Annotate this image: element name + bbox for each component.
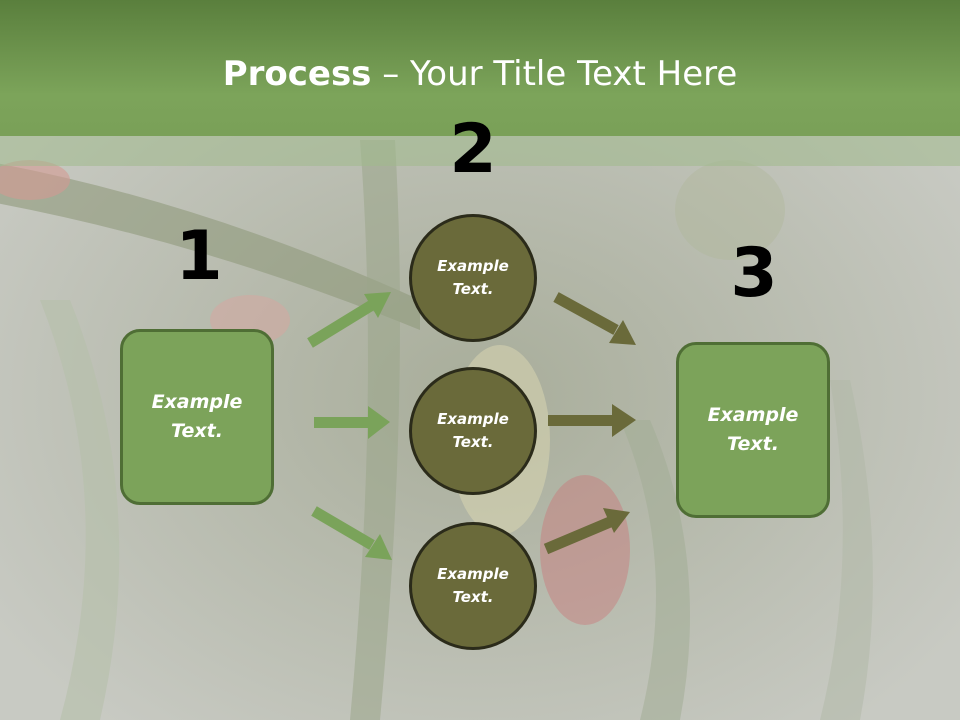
arrow-left-top <box>307 292 391 348</box>
step-1-box: Example Text. <box>120 329 274 505</box>
title-band <box>0 136 960 166</box>
step-2-item-label: Example Text. <box>437 565 509 606</box>
title-bar <box>0 0 960 136</box>
step-3-box: Example Text. <box>676 342 830 518</box>
step-2-item-label: Example Text. <box>437 410 509 451</box>
step-number-3: 3 <box>730 234 778 313</box>
arrow-right-bottom <box>543 508 630 555</box>
step-2-item-label: Example Text. <box>437 257 509 298</box>
title-rest: – Your Title Text Here <box>371 54 738 94</box>
arrow-left-middle <box>314 406 390 439</box>
page-title: Process – Your Title Text Here <box>0 50 960 98</box>
arrow-right-middle <box>548 404 636 437</box>
arrow-right-top <box>553 292 636 345</box>
step-3-label: Example Text. <box>707 404 799 455</box>
title-bold: Process <box>222 54 372 94</box>
step-1-label: Example Text. <box>151 391 243 442</box>
step-2-circle-middle: Example Text. <box>409 367 537 495</box>
arrow-left-bottom <box>311 506 392 560</box>
step-number-2: 2 <box>449 110 497 189</box>
step-2-circle-bottom: Example Text. <box>409 522 537 650</box>
step-2-circle-top: Example Text. <box>409 214 537 342</box>
step-number-1: 1 <box>175 217 223 296</box>
